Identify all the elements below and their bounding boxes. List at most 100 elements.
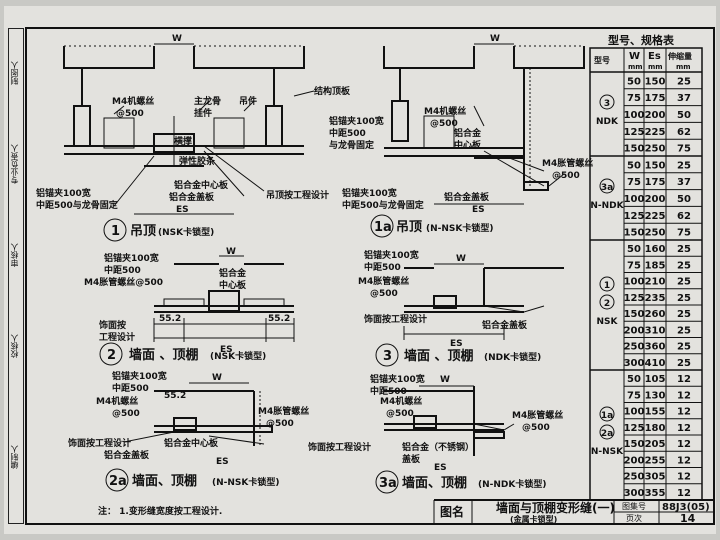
model-label: 2: [604, 299, 610, 309]
model-label: N-NSK: [591, 447, 624, 457]
caption-num-2: 2: [107, 348, 116, 363]
label-clip-spacing: 中距500与龙骨固定: [36, 199, 119, 211]
label-mid-plate-2: 中心板: [219, 279, 247, 291]
label-al-cover-3: 铝合金盖板: [482, 319, 528, 331]
label-spacing-1a-b: 中距500与龙骨固定: [342, 199, 425, 211]
caption-text-2: 墙面 、顶棚: [129, 347, 199, 363]
table-cell: 250: [624, 342, 645, 353]
table-cell: 12: [677, 455, 691, 466]
label-at500-3a: @500: [386, 409, 414, 419]
label-finish-design-3a: 饰面按工程设计: [307, 441, 371, 453]
table-cell: 150: [624, 228, 645, 239]
table-cell: 200: [624, 325, 645, 336]
table-cell: 12: [677, 472, 691, 483]
caption-text-3a: 墙面、顶棚: [402, 475, 467, 491]
table-cell: 75: [627, 390, 641, 401]
table-cell: 50: [627, 76, 641, 87]
table-cell: 75: [627, 260, 641, 271]
caption-num-1: 1: [111, 224, 120, 239]
th-model: 型号: [594, 55, 610, 65]
label-al-alloy-1a: 铝合金: [454, 127, 482, 139]
th-exp-unit: mm: [676, 63, 691, 71]
caption-text-1a: 吊顶: [396, 220, 422, 235]
table-cell: 25: [677, 342, 691, 353]
table-cell: 150: [645, 160, 666, 171]
label-al-cover-plate: 铝合金盖板: [169, 191, 215, 203]
table-cell: 12: [677, 390, 691, 401]
model-label: N-NDK: [590, 201, 624, 211]
label-al-cover-1a: 铝合金盖板: [444, 191, 490, 203]
table-cell: 355: [645, 488, 666, 499]
table-cell: 125: [624, 293, 645, 304]
dim-55-2a: 55.2: [164, 391, 186, 401]
table-cell: 37: [677, 93, 691, 104]
label-at500-exp-1a: @500: [552, 171, 580, 181]
model-label: NDK: [596, 117, 619, 127]
label-al-cover-2a: 铝合金盖板: [104, 449, 150, 461]
table-cell: 12: [677, 374, 691, 385]
table-cell: 100: [624, 407, 645, 418]
label-finish-2: 饰面按: [98, 319, 126, 331]
detail-3: [403, 263, 564, 340]
table-cell: 50: [627, 374, 641, 385]
table-cell: 75: [677, 228, 691, 239]
table-cell: 185: [645, 260, 666, 271]
dim-55-left: 55.2: [159, 314, 181, 324]
table-cell: 12: [677, 488, 691, 499]
model-circle: [599, 94, 615, 110]
table-cell: 62: [677, 211, 691, 222]
label-m4-exp-2: M4胀管螺丝@500: [84, 276, 163, 288]
table-cell: 250: [624, 472, 645, 483]
table-cell: 155: [645, 407, 666, 418]
table-cell: 305: [645, 472, 666, 483]
label-m4-exp-1a: M4胀管螺丝: [542, 157, 593, 169]
model-label: 3a: [601, 183, 613, 193]
table-cell: 125: [624, 211, 645, 222]
table-cell: 125: [624, 127, 645, 138]
table-cell: 255: [645, 455, 666, 466]
table-cell: 235: [645, 293, 666, 304]
caption-circle-3: [375, 343, 399, 367]
model-circle: [599, 294, 615, 310]
table-cell: 25: [677, 358, 691, 369]
table-cell: 12: [677, 439, 691, 450]
caption-type-2: (NSK卡锁型): [210, 350, 266, 362]
label-at500-3: @500: [370, 289, 398, 299]
dim-w-3: W: [456, 254, 466, 264]
caption-text-3: 墙面 、顶棚: [404, 348, 474, 364]
spec-table-title: 型号、规格表: [608, 33, 675, 47]
label-m4-screw: M4机螺丝: [112, 95, 154, 107]
table-cell: 160: [645, 244, 666, 255]
dim-55-right: 55.2: [268, 314, 290, 324]
caption-num-2a: 2a: [109, 474, 127, 489]
label-clip-2: 铝锚夹100宽: [104, 252, 159, 264]
table-cell: 62: [677, 127, 691, 138]
title-label: 图名: [440, 504, 464, 519]
table-cell: 180: [645, 423, 666, 434]
model-label: 3: [604, 99, 610, 109]
model-circle: [599, 276, 615, 292]
table-cell: 200: [645, 110, 666, 121]
table-cell: 225: [645, 127, 666, 138]
table-cell: 75: [627, 93, 641, 104]
label-hanger-piece: 挂件: [194, 107, 212, 119]
table-cell: 175: [645, 177, 666, 188]
caption-text-1: 吊顶: [130, 224, 156, 239]
table-cell: 200: [624, 455, 645, 466]
label-m4-screw-2a: M4机螺丝: [96, 395, 138, 407]
table-cell: 75: [677, 144, 691, 155]
model-circle: [599, 178, 615, 194]
drawing-title: 墙面与顶棚变形缝(一): [496, 500, 615, 515]
table-cell: 37: [677, 177, 691, 188]
table-cell: 50: [627, 160, 641, 171]
label-with-keel-1a: 与龙骨固定: [329, 139, 375, 151]
table-cell: 150: [624, 309, 645, 320]
detail-2: [153, 255, 295, 342]
border-frame: [25, 27, 715, 525]
th-w: W: [629, 51, 640, 62]
label-spacing-3: 中距500: [364, 261, 401, 273]
label-al-mid-plate: 铝合金中心板: [174, 179, 229, 191]
table-cell: 310: [645, 325, 666, 336]
caption-type-3a: (N-NDK卡锁型): [478, 478, 546, 490]
detail-1: [63, 43, 315, 215]
